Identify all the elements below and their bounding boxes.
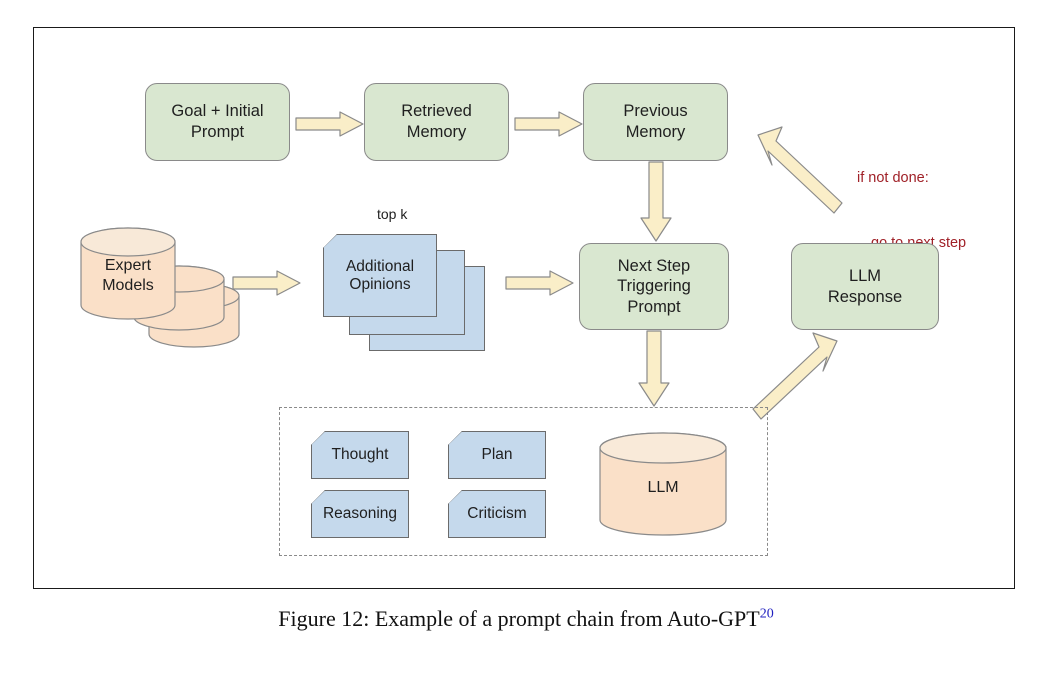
node-previous-memory-line1: Previous [623,102,688,121]
node-goal-initial-prompt-line2: Prompt [190,123,245,141]
node-retrieved-memory-line1: Retrieved [401,102,472,121]
node-reasoning-label: Reasoning [322,505,398,522]
node-thought-label: Thought [331,446,389,463]
arrow-previous-to-nextstep [640,161,672,242]
node-expert-models-label: Expert Models [81,256,175,296]
node-retrieved-memory-line2: Memory [406,123,467,141]
node-criticism[interactable]: Criticism [448,490,546,538]
note-corner-fold-icon [323,234,338,250]
node-llm-response-line2: Response [827,287,903,306]
node-additional-opinions-line1: Additional [345,257,415,275]
node-llm-response[interactable]: LLM Response [791,243,939,330]
figure-caption-footnote[interactable]: 20 [759,606,774,622]
node-additional-opinions-line2: Opinions [349,275,411,293]
node-next-step-triggering-prompt[interactable]: Next Step Triggering Prompt [579,243,729,330]
node-llm-label: LLM [647,479,679,496]
label-top-k: top k [377,206,408,222]
annotation-loop-line1: if not done: [857,169,929,186]
node-additional-opinions[interactable]: Additional Opinions [315,228,490,358]
arrow-opinions-to-nextstep [505,270,574,296]
arrow-nextstep-to-thoughts [638,330,670,407]
node-expert-models[interactable]: Expert Models [79,224,240,360]
node-llm[interactable]: LLM [598,432,728,538]
node-llm-response-line1: LLM [848,266,882,285]
arrow-goal-to-retrieved [295,111,364,137]
node-next-step-line3: Prompt [627,297,681,316]
node-plan[interactable]: Plan [448,431,546,479]
node-previous-memory[interactable]: Previous Memory [583,83,728,161]
node-previous-memory-line2: Memory [625,123,686,141]
arrow-loopback-to-previous-memory [756,125,848,217]
figure-caption: Figure 12: Example of a prompt chain fro… [0,606,1052,632]
arrow-thoughts-to-llm-response [747,331,839,423]
node-expert-models-line2: Models [102,277,154,294]
node-goal-initial-prompt[interactable]: Goal + Initial Prompt [145,83,290,161]
thought-group-container [279,407,768,556]
node-criticism-label: Criticism [467,505,527,522]
node-retrieved-memory[interactable]: Retrieved Memory [364,83,509,161]
node-next-step-line2: Triggering [617,277,691,296]
arrow-expert-to-opinions [232,270,301,296]
node-plan-label: Plan [481,446,513,463]
arrow-retrieved-to-previous [514,111,583,137]
node-expert-models-line1: Expert [104,257,152,274]
figure-frame: Goal + Initial Prompt Retrieved Memory P… [33,27,1015,589]
node-goal-initial-prompt-line1: Goal + Initial [171,102,264,121]
node-thought[interactable]: Thought [311,431,409,479]
node-next-step-line1: Next Step [617,256,691,275]
node-reasoning[interactable]: Reasoning [311,490,409,538]
opinions-sheet-front: Additional Opinions [323,234,437,317]
figure-caption-text: Figure 12: Example of a prompt chain fro… [278,606,760,631]
